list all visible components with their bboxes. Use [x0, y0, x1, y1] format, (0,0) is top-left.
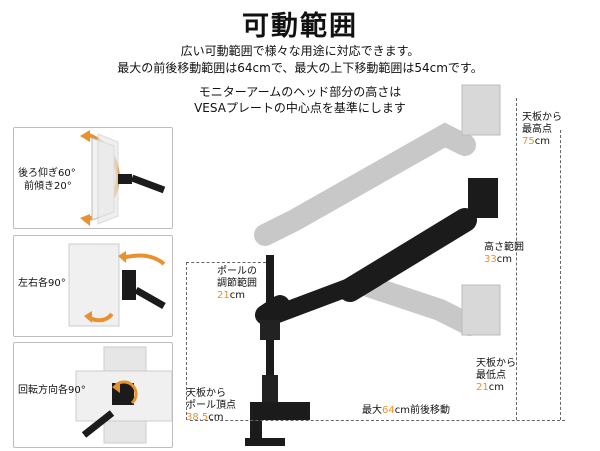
- swivel-label: 左右各90°: [18, 278, 66, 289]
- main-illustration: [245, 84, 501, 446]
- swivel-panel: 左右各90°: [13, 235, 173, 337]
- intro-line-3: モニターアームのヘッド部分の高さは: [198, 85, 402, 99]
- tilt-panel: 後ろ仰ぎ60° 前傾き20°: [13, 127, 173, 229]
- tilt-label-forward: 前傾き20°: [24, 181, 72, 192]
- intro-line-1: 広い可動範囲で様々な用途に対応できます。: [180, 44, 420, 58]
- pole-adjust-label: ポールの 調節範囲 21cm: [217, 266, 257, 301]
- intro-line-4: VESAプレートの中心点を基準にします: [194, 101, 406, 115]
- monitor-plate-low: [461, 284, 501, 336]
- rotation-panel: 回転方向各90°: [13, 342, 173, 448]
- low-label: 天板から 最低点 21cm: [476, 358, 516, 393]
- pole-height-line: [186, 262, 187, 420]
- intro-line-2: 最大の前後移動範囲は64cmで、最大の上下移動範囲は54cmです。: [117, 61, 483, 75]
- rotation-illustration: [75, 346, 173, 444]
- top-label: 天板から 最高点 75cm: [522, 112, 562, 147]
- top-height-line-outer: [560, 130, 561, 420]
- pole-top-label: 天板から ポール頂点 38.5cm: [186, 388, 236, 423]
- height-range-label: 高さ範囲 33cm: [484, 242, 524, 265]
- page-title: 可動範囲: [242, 11, 358, 42]
- monitor-plate-high: [461, 84, 501, 136]
- desk-line: [190, 420, 565, 421]
- clamp-base: [250, 402, 310, 420]
- rotation-label: 回転方向各90°: [18, 385, 86, 396]
- tilt-illustration: [80, 130, 166, 226]
- top-height-line: [516, 98, 517, 420]
- reach-label: 最大64cm前後移動: [362, 405, 450, 416]
- swivel-illustration: [68, 243, 166, 327]
- tilt-label-back: 後ろ仰ぎ60°: [18, 168, 76, 179]
- monitor-plate-mid: [468, 178, 498, 218]
